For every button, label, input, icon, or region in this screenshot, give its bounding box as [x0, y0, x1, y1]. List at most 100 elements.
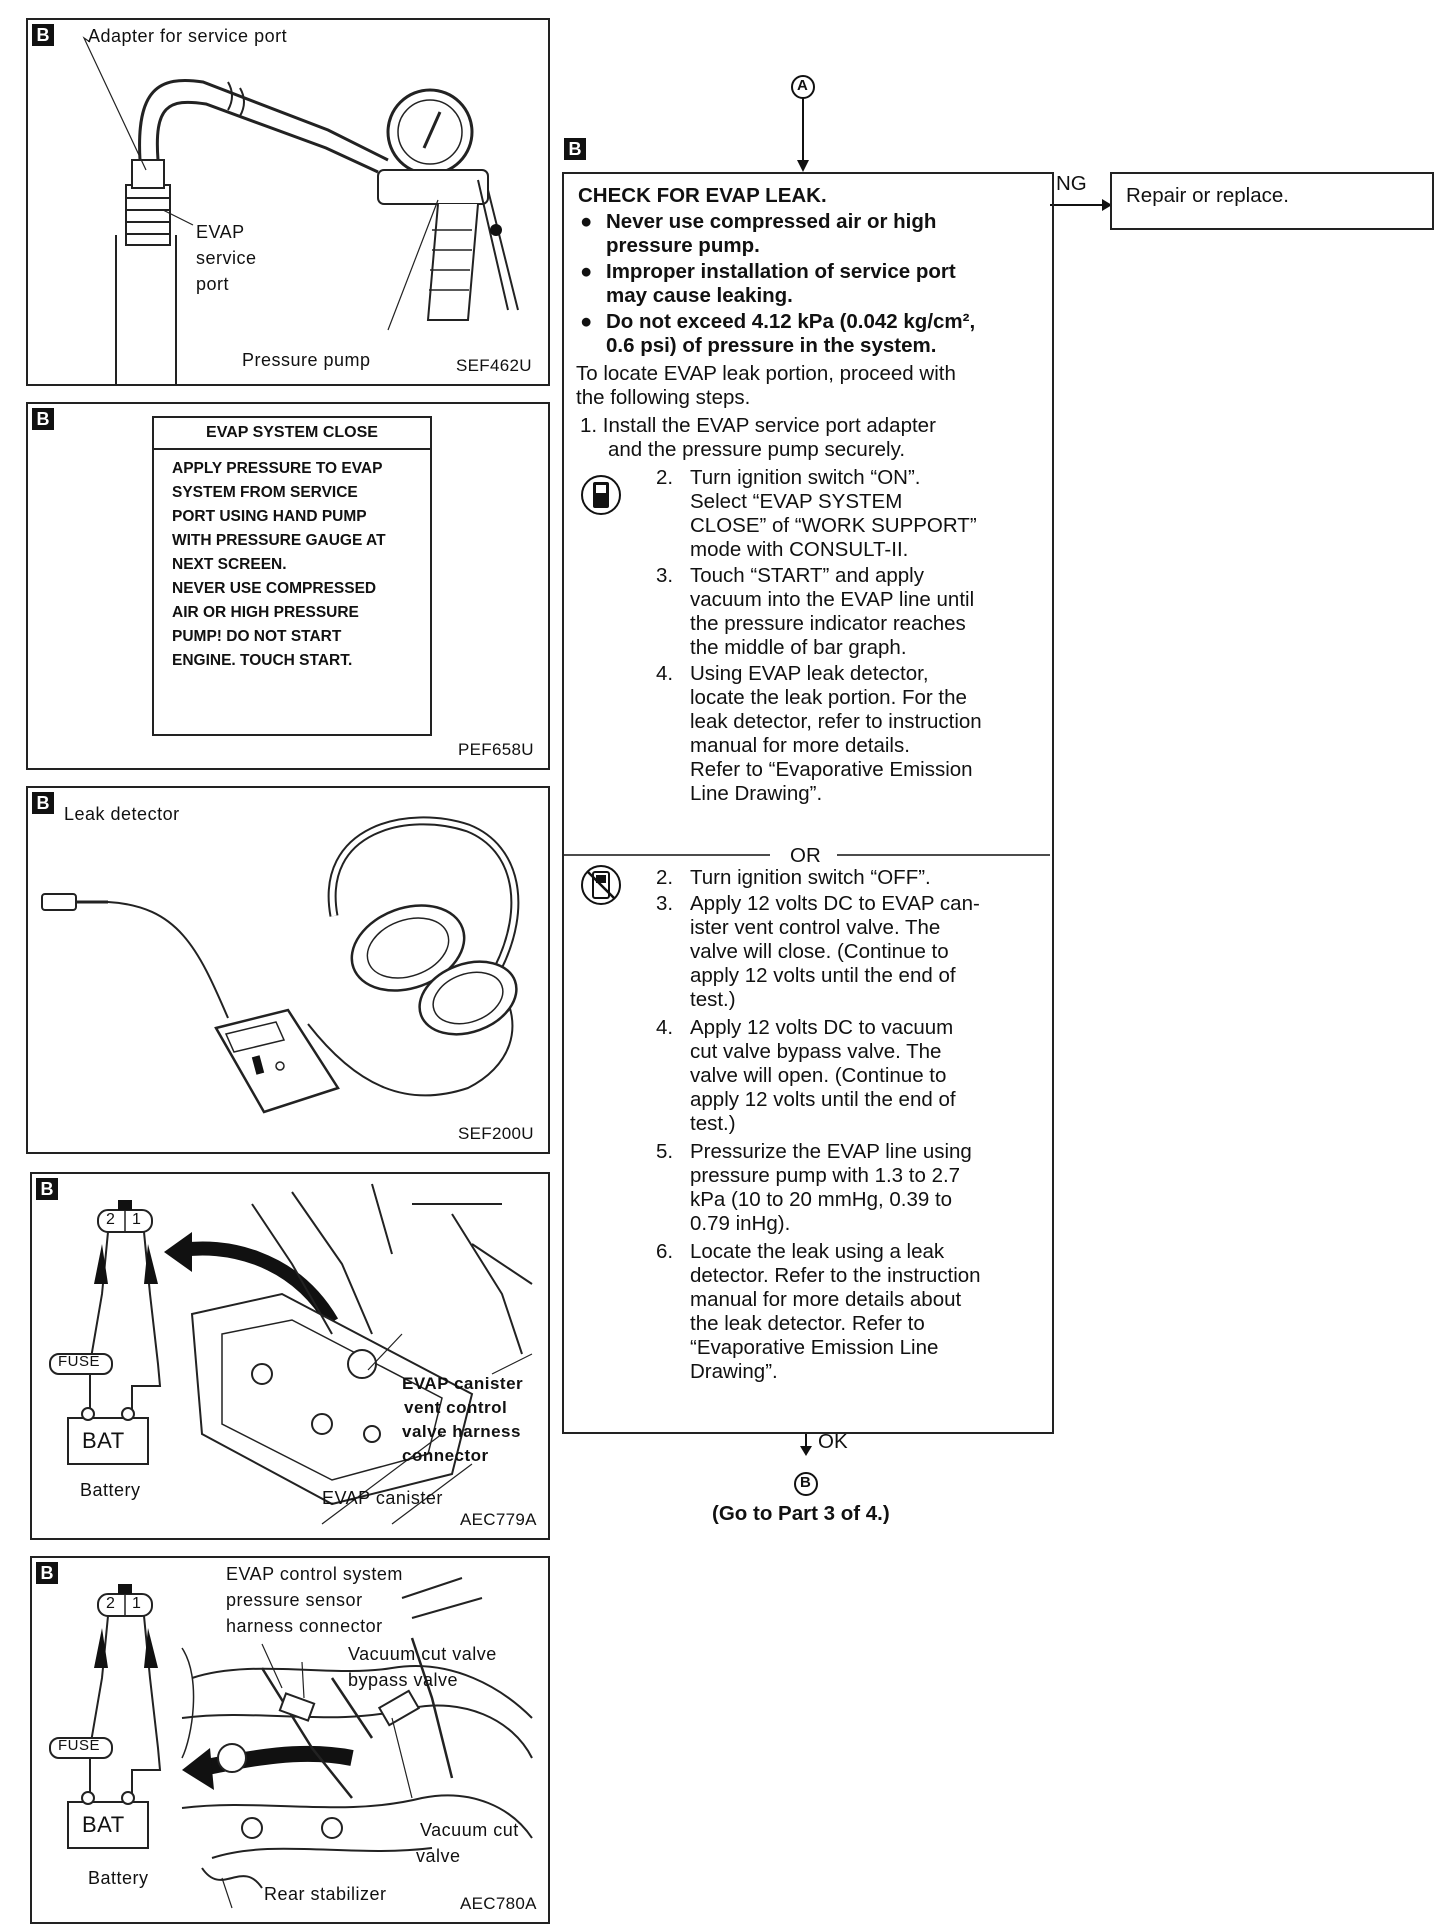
message-line: SYSTEM FROM SERVICE: [172, 484, 358, 502]
connector-pin-1: 1: [132, 1211, 141, 1229]
step-number: 3.: [656, 892, 673, 916]
step-line: mode with CONSULT-II.: [690, 538, 908, 562]
message-line: WITH PRESSURE GAUGE AT: [172, 532, 386, 550]
flow-b-marker: B: [564, 138, 586, 160]
step-number: 3.: [656, 564, 673, 588]
adapter-label: Adapter for service port: [88, 26, 287, 47]
bullet-3-line-1: Do not exceed 4.12 kPa (0.042 kg/cm²,: [606, 310, 975, 334]
step-line: manual for more details about: [690, 1288, 961, 1312]
step-line: Apply 12 volts DC to EVAP can-: [690, 892, 980, 916]
step-number: 4.: [656, 662, 673, 686]
figure-bypass-valve: B 2 1 EVAP control system pressure senso…: [30, 1556, 550, 1924]
figure-code: AEC780A: [460, 1894, 537, 1914]
battery-label: Battery: [80, 1480, 141, 1501]
step-number: 4.: [656, 1016, 673, 1040]
vent-callout-3: valve harness: [402, 1422, 521, 1442]
rear-stabilizer-label: Rear stabilizer: [264, 1884, 387, 1905]
figure-code: PEF658U: [458, 740, 534, 760]
fuse-label: FUSE: [58, 1353, 100, 1370]
step-1-line-1: 1. Install the EVAP service port adapter: [580, 414, 936, 438]
step-line: apply 12 volts until the end of: [690, 1088, 956, 1112]
message-title: EVAP SYSTEM CLOSE: [154, 418, 430, 450]
fuse-label: FUSE: [58, 1737, 100, 1754]
bullet-dot: ●: [580, 260, 592, 284]
step-line: test.): [690, 1112, 736, 1136]
step-number: 6.: [656, 1240, 673, 1264]
message-line: AIR OR HIGH PRESSURE: [172, 604, 359, 622]
figure-consult-screen: B EVAP SYSTEM CLOSE APPLY PRESSURE TO EV…: [26, 402, 550, 770]
pressure-pump-illustration: [28, 20, 548, 384]
bullet-1-line-1: Never use compressed air or high: [606, 210, 936, 234]
message-line: NEXT SCREEN.: [172, 556, 287, 574]
go-to-label: (Go to Part 3 of 4.): [712, 1502, 890, 1526]
bullet-3-line-2: 0.6 psi) of pressure in the system.: [606, 334, 936, 358]
step-line: Turn ignition switch “ON”.: [690, 466, 921, 490]
ng-label: NG: [1056, 172, 1087, 196]
step-line: Line Drawing”.: [690, 782, 822, 806]
step-line: the leak detector. Refer to: [690, 1312, 925, 1336]
step-line: Turn ignition switch “OFF”.: [690, 866, 931, 890]
step-line: apply 12 volts until the end of: [690, 964, 956, 988]
step-line: manual for more details.: [690, 734, 910, 758]
bullet-1-line-2: pressure pump.: [606, 234, 760, 258]
step-line: valve will open. (Continue to: [690, 1064, 946, 1088]
sensor-label-2: pressure sensor: [226, 1590, 363, 1611]
step-line: CLOSE” of “WORK SUPPORT”: [690, 514, 977, 538]
pressure-pump-label: Pressure pump: [242, 350, 371, 371]
check-title: CHECK FOR EVAP LEAK.: [578, 184, 827, 208]
step-1-line-2: and the pressure pump securely.: [608, 438, 905, 462]
battery-label: Battery: [88, 1868, 149, 1889]
sensor-label-3: harness connector: [226, 1616, 383, 1637]
step-line: Select “EVAP SYSTEM: [690, 490, 902, 514]
sensor-label-1: EVAP control system: [226, 1564, 403, 1585]
intro-line-1: To locate EVAP leak portion, proceed wit…: [576, 362, 956, 386]
step-line: 0.79 inHg).: [690, 1212, 790, 1236]
evap-service-port-label-1: EVAP: [196, 222, 245, 243]
step-line: vacuum into the EVAP line until: [690, 588, 974, 612]
step-line: valve will close. (Continue to: [690, 940, 949, 964]
figure-pressure-pump: B Adapter for service port EVAP service …: [26, 18, 550, 386]
node-a-label: A: [797, 77, 808, 94]
step-number: 2.: [656, 866, 673, 890]
consult-tester-icon: [580, 474, 622, 516]
connector-pin-1: 1: [132, 1595, 141, 1613]
figure-vent-control-valve: B 2 1 FUSE BAT Battery EVAP canister ven: [30, 1172, 550, 1540]
connector-pin-2: 2: [106, 1211, 115, 1229]
step-line: Drawing”.: [690, 1360, 778, 1384]
vent-callout-1: EVAP canister: [402, 1374, 523, 1394]
node-b-label: B: [800, 1474, 811, 1491]
vacuum-cut-label-2: valve: [416, 1846, 461, 1867]
step-line: test.): [690, 988, 736, 1012]
step-line: pressure pump with 1.3 to 2.7: [690, 1164, 960, 1188]
intro-line-2: the following steps.: [576, 386, 750, 410]
step-line: kPa (10 to 20 mmHg, 0.39 to: [690, 1188, 952, 1212]
step-line: “Evaporative Emission Line: [690, 1336, 938, 1360]
step-line: the middle of bar graph.: [690, 636, 907, 660]
step-line: locate the leak portion. For the: [690, 686, 967, 710]
consult-message-box: EVAP SYSTEM CLOSE APPLY PRESSURE TO EVAP…: [152, 416, 432, 736]
leak-detector-illustration: [28, 788, 548, 1152]
repair-text: Repair or replace.: [1126, 184, 1289, 208]
step-line: leak detector, refer to instruction: [690, 710, 982, 734]
bullet-dot: ●: [580, 210, 592, 234]
message-line: APPLY PRESSURE TO EVAP: [172, 460, 382, 478]
bat-label: BAT: [82, 1812, 125, 1838]
step-line: the pressure indicator reaches: [690, 612, 966, 636]
vent-callout-2: vent control: [404, 1398, 507, 1418]
step-line: Using EVAP leak detector,: [690, 662, 929, 686]
step-number: 5.: [656, 1140, 673, 1164]
step-line: Apply 12 volts DC to vacuum: [690, 1016, 953, 1040]
evap-service-port-label-2: service: [196, 248, 257, 269]
bat-label: BAT: [82, 1428, 125, 1454]
bypass-label-2: bypass valve: [348, 1670, 458, 1691]
bypass-label-1: Vacuum cut valve: [348, 1644, 497, 1665]
no-consult-icon: [580, 864, 622, 906]
check-box: CHECK FOR EVAP LEAK. ● Never use compres…: [562, 172, 1054, 1434]
message-line: PORT USING HAND PUMP: [172, 508, 367, 526]
figure-code: SEF200U: [458, 1124, 534, 1144]
step-line: Locate the leak using a leak: [690, 1240, 944, 1264]
b-marker: B: [32, 408, 54, 430]
bullet-dot: ●: [580, 310, 592, 334]
figure-code: AEC779A: [460, 1510, 537, 1530]
vacuum-cut-label-1: Vacuum cut: [420, 1820, 519, 1841]
